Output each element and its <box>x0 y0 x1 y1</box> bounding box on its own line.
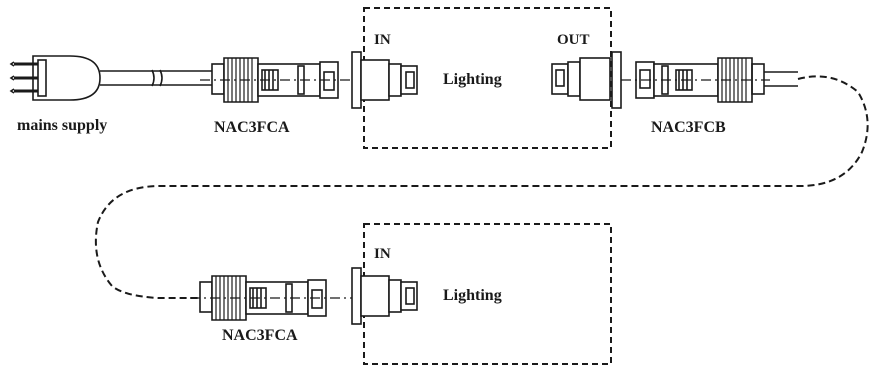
connector-label-top-right: NAC3FCB <box>651 119 726 136</box>
mains-plug-icon <box>9 55 212 101</box>
bottom-box-name-label: Lighting <box>443 287 502 304</box>
bottom-box-in-label: IN <box>374 246 391 262</box>
powercon-chassis-socket-icon <box>351 51 418 109</box>
powercon-chassis-socket-icon <box>551 51 622 109</box>
top-box-in-label: IN <box>374 32 391 48</box>
connector-label-top-left: NAC3FCA <box>214 119 290 136</box>
top-box-name-label: Lighting <box>443 71 502 88</box>
powercon-chassis-socket-icon <box>351 267 418 325</box>
top-box-out-label: OUT <box>557 32 590 48</box>
connector-label-bottom: NAC3FCA <box>222 327 298 344</box>
link-cable-path <box>94 75 869 299</box>
mains-supply-label: mains supply <box>17 117 108 134</box>
